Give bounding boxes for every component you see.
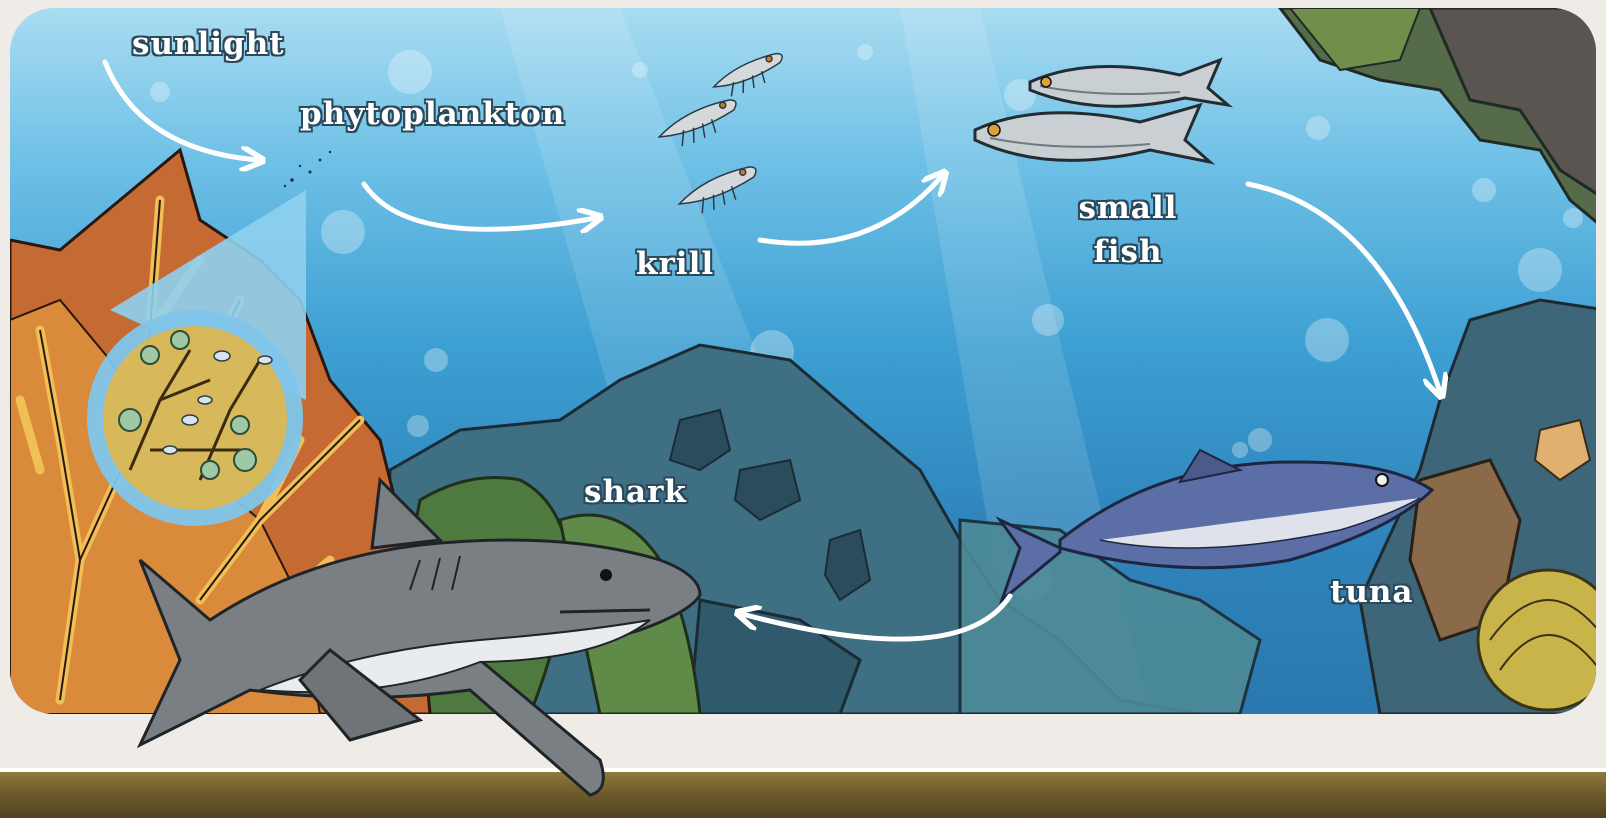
label-small-fish: small fish	[1078, 186, 1178, 274]
top-right-rocks	[1280, 8, 1606, 230]
arrow-small-fish-to-tuna	[1248, 184, 1440, 392]
label-small-fish-line1: small	[1078, 186, 1178, 230]
label-krill: krill	[636, 246, 714, 282]
label-sunlight: sunlight	[132, 26, 285, 62]
label-small-fish-line2: fish	[1078, 230, 1178, 274]
arrow-sunlight-to-phytoplankton	[105, 62, 258, 160]
small-fish-icon	[975, 60, 1228, 162]
label-tuna: tuna	[1330, 574, 1413, 610]
label-phytoplankton: phytoplankton	[300, 96, 565, 132]
arrow-krill-to-small-fish	[760, 176, 942, 243]
label-shark: shark	[584, 474, 687, 510]
